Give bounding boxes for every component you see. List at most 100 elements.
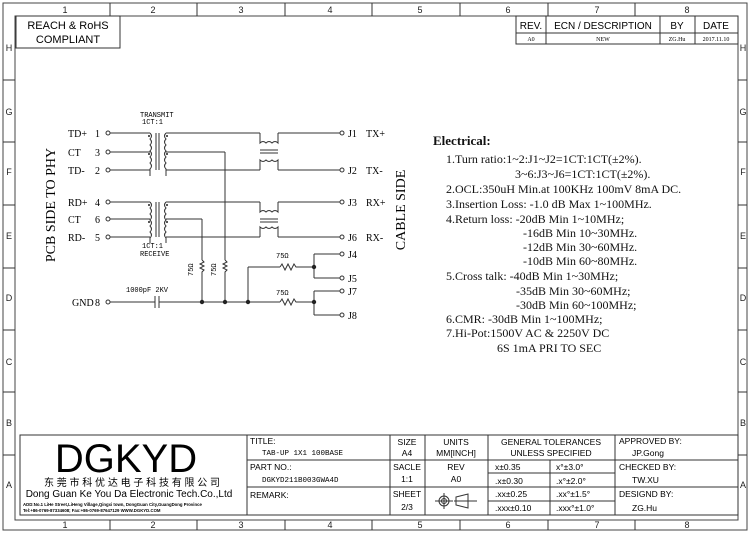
jack-signal: RX- <box>366 233 383 244</box>
row-label: E <box>6 231 12 241</box>
tolerance-angular: .xxx°±1.0° <box>556 503 594 513</box>
col-label: 8 <box>684 5 689 15</box>
row-label: D <box>740 293 747 303</box>
company-logo: DGKYD <box>55 437 197 481</box>
col-label: 5 <box>417 5 422 15</box>
by-header: BY <box>670 21 684 32</box>
approved-label: APPROVED BY: <box>619 436 682 446</box>
row-label: B <box>740 418 746 428</box>
tolerance-linear: .x±0.30 <box>495 476 523 486</box>
transmit-label: TRANSMIT <box>140 112 174 120</box>
transmit-ratio: 1CT:1 <box>142 119 163 127</box>
resistor-75-ohm <box>279 262 314 272</box>
row-label: C <box>740 357 747 367</box>
spec-line: -12dB Min 30~60MHz. <box>523 240 637 254</box>
col-label: 1 <box>62 5 67 15</box>
electrical-title: Electrical: <box>433 133 491 148</box>
spec-line: 3.Insertion Loss: -1.0 dB Max 1~100MHz. <box>446 197 652 211</box>
sheet-label: SHEET <box>393 489 421 499</box>
company-contact: Tel:+86-0769-87334608; Fax:+86-0769-8764… <box>23 508 161 513</box>
tolerance-linear: .xx±0.25 <box>495 489 527 499</box>
spec-line: 5.Cross talk: -40dB Min 1~30MHz; <box>446 269 618 283</box>
col-label: 8 <box>684 520 689 530</box>
col-label: 1 <box>62 520 67 530</box>
compliance-box: REACH & RoHS COMPLIANT <box>15 15 121 49</box>
scale-value: 1:1 <box>401 474 413 484</box>
pin-number: 2 <box>95 166 100 177</box>
tolerance-angular: x°±3.0° <box>556 462 584 472</box>
spec-line: 3~6:J3~J6=1CT:1CT(±2%). <box>515 167 650 181</box>
choke-coil <box>259 225 279 237</box>
col-label: 7 <box>594 520 599 530</box>
spec-line: 7.Hi-Pot:1500V AC & 2250V DC <box>446 326 609 340</box>
spec-line: -30dB Min 60~100MHz; <box>516 298 637 312</box>
row-label: E <box>740 231 746 241</box>
jack-pin: J1 <box>348 129 357 140</box>
transmit-primary-coil <box>149 132 152 176</box>
rev-label: REV <box>447 462 465 472</box>
compliance-line1: REACH & RoHS <box>27 20 108 32</box>
revision-table: REV. ECN / DESCRIPTION BY DATE A0 NEW ZG… <box>515 15 739 45</box>
jack-signal: RX+ <box>366 198 386 209</box>
col-label: 4 <box>327 520 332 530</box>
col-label: 3 <box>238 520 243 530</box>
col-label: 6 <box>505 5 510 15</box>
designed-label: DESIGND BY: <box>619 489 673 499</box>
junction-dots <box>148 135 317 305</box>
resistor-label: 75Ω <box>211 263 219 276</box>
col-label: 5 <box>417 520 422 530</box>
pcb-side-label: PCB SIDE TO PHY <box>44 148 59 262</box>
designed-value: ZG.Hu <box>632 503 657 513</box>
size-label: SIZE <box>398 437 417 447</box>
resistor-75-ohm <box>279 297 314 307</box>
checked-value: TW.XU <box>632 475 659 485</box>
jack-pin: J8 <box>348 311 357 322</box>
schematic: PCB SIDE TO PHY CABLE SIDE TRANSMIT 1CT:… <box>44 112 409 322</box>
ecn-header: ECN / DESCRIPTION <box>554 21 652 32</box>
size-value: A4 <box>402 448 413 458</box>
rev-value: A0 <box>451 474 462 484</box>
spec-line: -35dB Min 30~60MHz; <box>516 284 631 298</box>
electrical-specs: Electrical: 1.Turn ratio:1~2:J1~J2=1CT:1… <box>433 133 681 355</box>
col-label: 2 <box>150 520 155 530</box>
col-label: 7 <box>594 5 599 15</box>
spec-line: -16dB Min 10~30MHz. <box>523 226 637 240</box>
pin-number: 8 <box>95 298 100 309</box>
tolerance-angular: .xx°±1.5° <box>556 489 590 499</box>
company-name-cn: 东 莞 市 科 优 达 电 子 科 技 有 限 公 司 <box>44 476 220 489</box>
remark-label: REMARK: <box>250 490 289 500</box>
row-label: C <box>6 357 13 367</box>
col-label: 4 <box>327 5 332 15</box>
resistor-label: 75Ω <box>188 263 196 276</box>
pin-number: 1 <box>95 129 100 140</box>
choke-coil <box>259 202 279 214</box>
resistor-label: 75Ω <box>276 290 289 298</box>
pin-number: 6 <box>95 215 100 226</box>
checked-label: CHECKED BY: <box>619 462 676 472</box>
row-label: G <box>739 107 746 117</box>
date-cell: 2017.11.10 <box>703 37 730 43</box>
pin-name: RD+ <box>68 198 88 209</box>
resistor-75-ohm <box>221 259 229 302</box>
sheet-value: 2/3 <box>401 502 413 512</box>
company-address: ADD:No.1 LiHe Street,LiHeng Village,Qing… <box>23 502 203 507</box>
row-label: A <box>740 480 746 490</box>
tolerance-title: GENERAL TOLERANCES <box>501 437 601 447</box>
tolerance-angular: .x°±2.0° <box>556 476 586 486</box>
row-label: G <box>5 107 12 117</box>
part-value: DGKYD211B003GWA4D <box>262 477 339 485</box>
capacitor-label: 1000pF 2KV <box>126 287 169 295</box>
receive-label: RECEIVE <box>140 251 169 259</box>
units-label: UNITS <box>443 437 469 447</box>
spec-line: -10dB Min 60~80MHz. <box>523 254 637 268</box>
wiring <box>105 130 345 318</box>
pin-name: CT <box>68 215 81 226</box>
pin-name: RD- <box>68 233 85 244</box>
transmit-secondary-coil <box>164 132 167 176</box>
tolerance-linear: x±0.35 <box>495 462 521 472</box>
col-label: 6 <box>505 520 510 530</box>
row-label: F <box>740 167 746 177</box>
row-label: H <box>6 43 13 53</box>
pin-number: 3 <box>95 148 100 159</box>
jack-signal: TX+ <box>366 129 385 140</box>
